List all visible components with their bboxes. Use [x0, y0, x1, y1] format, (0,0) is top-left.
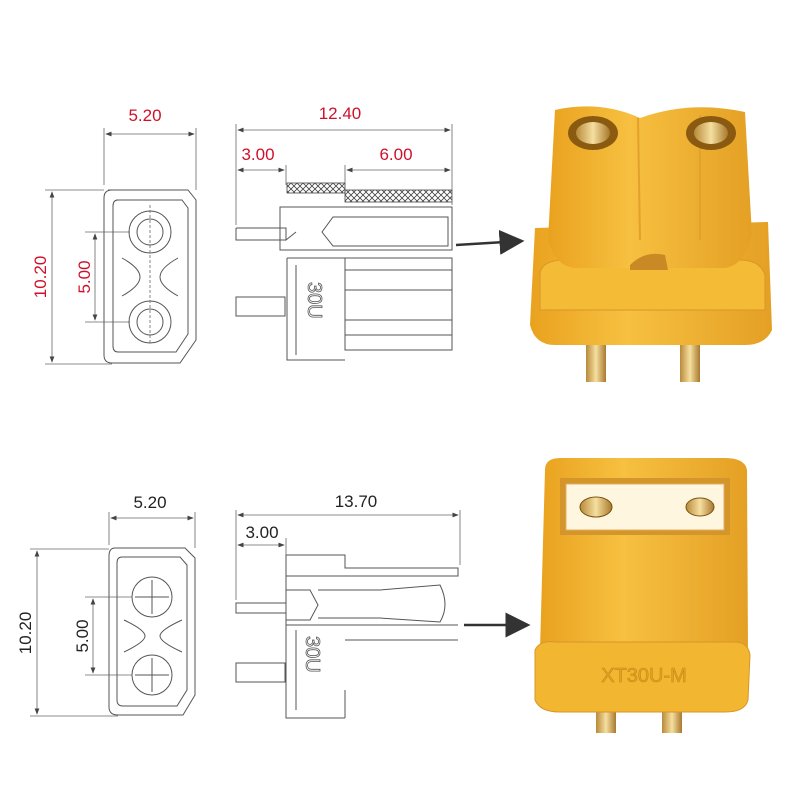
bottom-width-label: 5.20	[133, 493, 166, 512]
bottom-side-marking: 30U	[301, 636, 323, 673]
top-side-view: 30U 12.40 3.00 6.00	[235, 104, 453, 361]
male-connector-photo: XT30U-M	[534, 458, 751, 733]
top-pitch-label: 5.00	[75, 260, 94, 293]
top-arrow	[455, 229, 525, 255]
top-rear-length-label: 6.00	[379, 145, 412, 164]
bottom-height-label: 10.20	[16, 612, 35, 655]
bottom-offset-label: 3.00	[245, 523, 278, 542]
bottom-length-label: 13.70	[335, 492, 378, 511]
top-front-view: 5.20 10.20 5.00	[31, 106, 197, 365]
top-offset-label: 3.00	[241, 145, 274, 164]
male-embossed-text: XT30U-M	[601, 665, 687, 687]
top-width-label: 5.20	[128, 106, 161, 125]
top-height-label: 10.20	[31, 256, 50, 299]
bottom-side-view: 30U 13.70 3.00	[235, 492, 461, 719]
top-length-label: 12.40	[319, 104, 362, 123]
bottom-front-view: 5.20 10.20 5.00	[16, 493, 196, 717]
top-side-marking: 30U	[303, 282, 325, 319]
bottom-pitch-label: 5.00	[73, 619, 92, 652]
female-connector-photo	[530, 106, 772, 382]
